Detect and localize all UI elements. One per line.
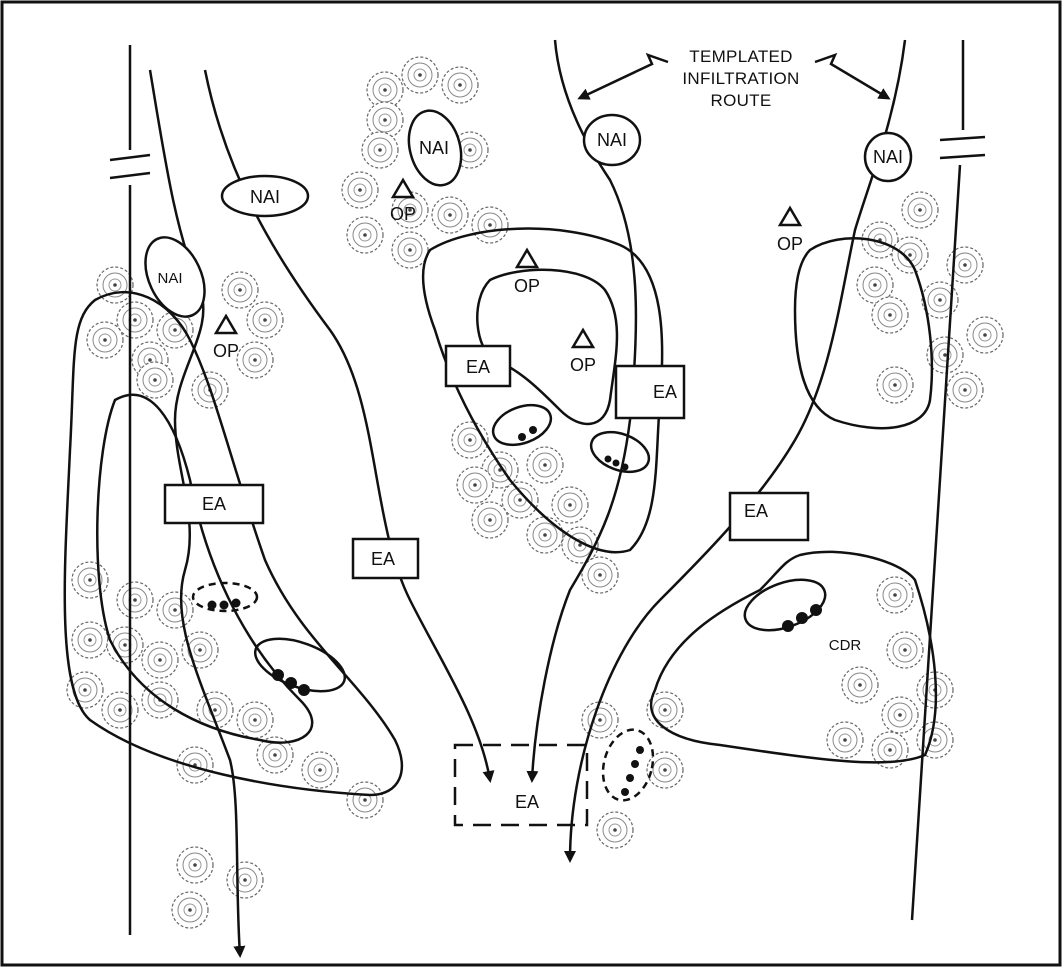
annotation-arrow-left [577, 52, 669, 100]
unit-dashed-left [191, 581, 259, 613]
boundary-left-outer [63, 290, 404, 797]
op-4: OP [213, 313, 239, 361]
ea-left: EA [163, 483, 265, 525]
nai-5: NAI [863, 131, 913, 183]
op-label: OP [514, 276, 540, 296]
unit-center-right [589, 430, 651, 474]
infiltration-annotation: TEMPLATED INFILTRATION ROUTE [577, 47, 891, 110]
op-3: OP [514, 247, 540, 296]
triangle-icon [213, 313, 239, 335]
unit-dashed-bottom [601, 728, 655, 802]
engagement-boundaries [63, 227, 938, 797]
boundary-right-upper [793, 237, 934, 430]
op-label: OP [777, 234, 803, 254]
cdr-label: CDR [829, 637, 862, 654]
ea-label: EA [653, 382, 677, 402]
nai-label: NAI [419, 138, 449, 158]
nai-3: NAI [407, 109, 463, 187]
ea-label: EA [744, 501, 768, 521]
roads [109, 40, 986, 935]
nai-label: NAI [597, 130, 627, 150]
boundary-center-outer [421, 227, 664, 554]
triangle-icon [514, 247, 540, 269]
annotation-line-3: ROUTE [711, 91, 772, 110]
op-5: OP [570, 327, 596, 375]
road-right [910, 40, 965, 921]
ea-label: EA [202, 494, 226, 514]
ea-center-left: EA [444, 344, 512, 388]
unit-center-left [491, 403, 553, 447]
annotation-arrow-right [814, 52, 891, 100]
ea-center-right: EA [614, 364, 686, 420]
annotation-line-1: TEMPLATED [689, 47, 792, 66]
ea-label: EA [515, 792, 539, 812]
nai-1: NAI [220, 174, 310, 218]
op-1: OP [390, 177, 416, 224]
road-right-break [939, 135, 986, 160]
nai-2: NAI [144, 236, 206, 318]
nai-markers: NAI NAI NAI NAI NAI [144, 109, 913, 318]
engagement-areas: EA EA EA EA EA EA [163, 344, 810, 827]
op-label: OP [213, 341, 239, 361]
ea-right: EA [728, 491, 810, 542]
boundary-left-inner [96, 393, 314, 744]
observation-posts: OP OP OP OP OP [213, 177, 803, 375]
unit-positions [191, 403, 827, 802]
ea-left-center: EA [351, 537, 420, 580]
nai-label: NAI [157, 270, 182, 287]
op-label: OP [390, 204, 416, 224]
unit-left-lower [253, 637, 347, 696]
road-left-break [109, 153, 151, 180]
op-label: OP [570, 355, 596, 375]
unit-right-cdr [743, 578, 827, 632]
op-2: OP [777, 205, 803, 254]
nai-4: NAI [582, 113, 642, 167]
triangle-icon [390, 177, 416, 199]
nai-label: NAI [873, 147, 903, 167]
route-center-right [564, 39, 907, 863]
ea-label: EA [371, 549, 395, 569]
triangle-icon [777, 205, 803, 227]
boundary-right-lower [649, 550, 938, 764]
annotation-line-2: INFILTRATION [682, 69, 799, 88]
ea-bottom-dashed: EA [453, 743, 589, 827]
triangle-icon [570, 327, 596, 349]
ea-label: EA [466, 357, 490, 377]
nai-label: NAI [250, 187, 280, 207]
